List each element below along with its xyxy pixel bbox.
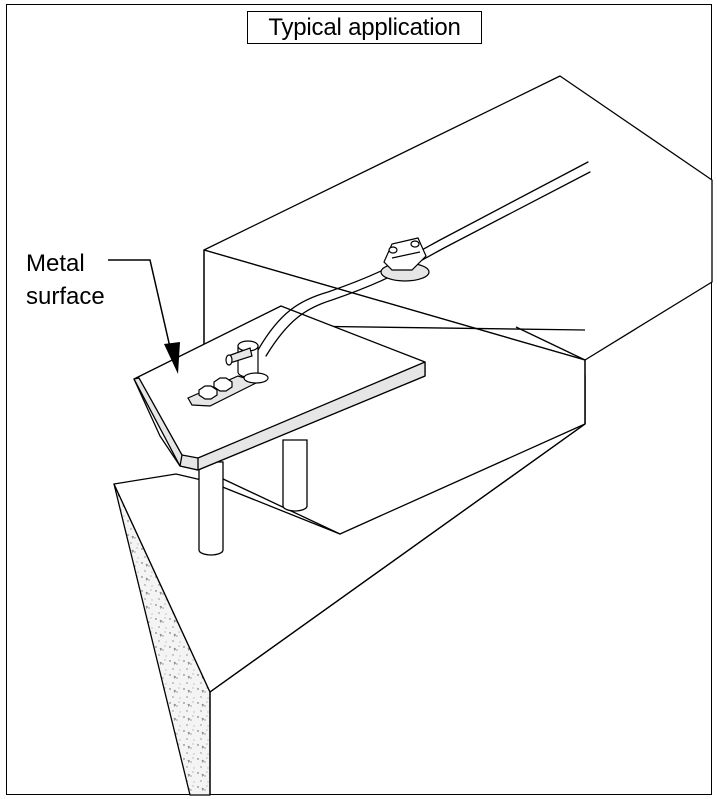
callout-leader [108, 259, 180, 374]
steel-beam [203, 75, 713, 535]
anchor-rod-right [282, 439, 308, 512]
beam-clamp [380, 237, 430, 282]
drawing-title: Typical application [247, 11, 482, 44]
drawing-title-text: Typical application [268, 13, 461, 41]
anchor-rods [198, 439, 308, 556]
lug-hexnut-left [198, 385, 218, 400]
callout-label-line2: surface [26, 283, 105, 310]
bonding-lug [187, 340, 269, 407]
metal-plate [133, 305, 426, 471]
anchor-rod-left [198, 461, 224, 556]
leader-arrowhead [164, 342, 180, 374]
lug-hexnut-right [213, 377, 233, 392]
plate-front-edge [133, 361, 426, 471]
callout-label-line1: Metal [26, 250, 85, 277]
